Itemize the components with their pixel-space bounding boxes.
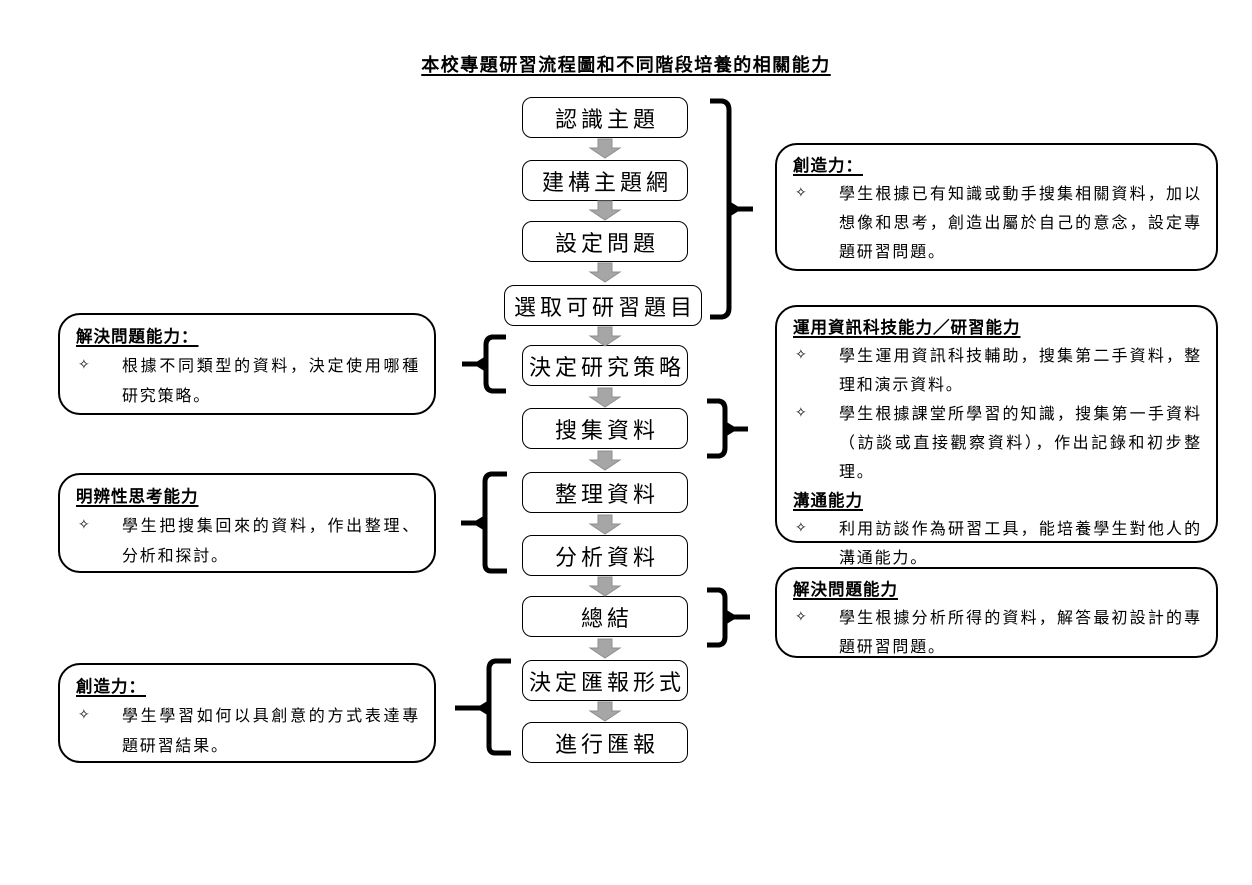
callout-bullet-text: 利用訪談作為研習工具，能培養學生對他人的溝通能力。 — [839, 521, 1202, 567]
callout-creativity-right: 創造力： ✧ 學生根據已有知識或動手搜集相關資料，加以想像和思考，創造出屬於自己… — [775, 143, 1218, 271]
callout-problem-solving-left: 解決問題能力： ✧ 根據不同類型的資料，決定使用哪種研究策略。 — [58, 313, 436, 415]
brace-steps-1-4 — [710, 98, 753, 320]
flow-step-7: 整理資料 — [522, 472, 688, 513]
flow-step-3: 設定問題 — [522, 221, 688, 262]
down-arrow-icon — [589, 701, 621, 722]
callout-bullet: ✧ 根據不同類型的資料，決定使用哪種研究策略。 — [76, 352, 420, 412]
callout-bullet: ✧ 學生學習如何以具創意的方式表達專題研習結果。 — [76, 702, 420, 762]
callout-title: 創造力： — [76, 677, 146, 696]
callout-bullet: ✧ 學生根據分析所得的資料，解答最初設計的專題研習問題。 — [793, 604, 1202, 662]
diamond-bullet-icon: ✧ — [795, 406, 807, 421]
flow-step-11: 進行匯報 — [522, 722, 688, 763]
down-arrow-icon — [589, 576, 621, 597]
callout-bullet: ✧ 學生把搜集回來的資料，作出整理、分析和探討。 — [76, 512, 420, 572]
flow-step-9: 總結 — [522, 596, 688, 637]
brace-step-6 — [707, 398, 748, 459]
brace-step-9 — [707, 587, 750, 648]
callout-it-research-communication-right: 運用資訊科技能力／研習能力 ✧ 學生運用資訊科技輔助，搜集第二手資料，整理和演示… — [775, 305, 1218, 567]
flow-step-8: 分析資料 — [522, 535, 688, 576]
callout-title: 解決問題能力 — [793, 580, 898, 599]
flow-step-5: 決定研究策略 — [522, 345, 688, 386]
diamond-bullet-icon: ✧ — [795, 610, 807, 625]
page-title: 本校專題研習流程圖和不同階段培養的相關能力 — [421, 55, 831, 75]
callout-bullet-text: 學生根據課堂所學習的知識，搜集第一手資料（訪談或直接觀察資料），作出記錄和初步整… — [839, 406, 1202, 481]
callout-bullet-text: 根據不同類型的資料，決定使用哪種研究策略。 — [122, 358, 420, 405]
callout-bullet-text: 學生運用資訊科技輔助，搜集第二手資料，整理和演示資料。 — [839, 348, 1202, 394]
down-arrow-icon — [589, 638, 621, 659]
callout-title: 創造力： — [793, 156, 863, 175]
down-arrow-icon — [589, 200, 621, 221]
down-arrow-icon — [589, 262, 621, 283]
callout-problem-solving-right: 解決問題能力 ✧ 學生根據分析所得的資料，解答最初設計的專題研習問題。 — [775, 567, 1218, 658]
callout-bullet-text: 學生根據分析所得的資料，解答最初設計的專題研習問題。 — [839, 610, 1202, 656]
down-arrow-icon — [589, 514, 621, 535]
callout-bullet: ✧ 學生運用資訊科技輔助，搜集第二手資料，整理和演示資料。 — [793, 342, 1202, 400]
flow-step-10: 決定匯報形式 — [522, 660, 688, 701]
callout-title: 解決問題能力： — [76, 327, 199, 346]
callout-bullet: ✧ 學生根據課堂所學習的知識，搜集第一手資料（訪談或直接觀察資料），作出記錄和初… — [793, 400, 1202, 487]
callout-bullet: ✧ 學生根據已有知識或動手搜集相關資料，加以想像和思考，創造出屬於自己的意念，設… — [793, 180, 1202, 267]
diamond-bullet-icon: ✧ — [78, 358, 90, 373]
down-arrow-icon — [589, 138, 621, 159]
brace-step-5 — [462, 334, 506, 394]
callout-bullet-text: 學生把搜集回來的資料，作出整理、分析和探討。 — [122, 518, 420, 565]
callout-title: 溝通能力 — [793, 491, 863, 510]
diamond-bullet-icon: ✧ — [795, 348, 807, 363]
brace-steps-7-8 — [461, 471, 507, 574]
callout-critical-thinking-left: 明辨性思考能力 ✧ 學生把搜集回來的資料，作出整理、分析和探討。 — [58, 473, 436, 573]
callout-bullet: ✧ 利用訪談作為研習工具，能培養學生對他人的溝通能力。 — [793, 515, 1202, 573]
down-arrow-icon — [589, 326, 621, 347]
flow-step-2: 建構主題網 — [522, 160, 688, 201]
callout-creativity-left: 創造力： ✧ 學生學習如何以具創意的方式表達專題研習結果。 — [58, 663, 436, 763]
diamond-bullet-icon: ✧ — [78, 518, 90, 533]
diamond-bullet-icon: ✧ — [78, 708, 90, 723]
flow-step-6: 搜集資料 — [522, 408, 688, 449]
flow-step-4: 選取可研習題目 — [504, 285, 702, 326]
flow-step-1: 認識主題 — [522, 97, 688, 138]
diamond-bullet-icon: ✧ — [795, 521, 807, 536]
down-arrow-icon — [589, 450, 621, 471]
down-arrow-icon — [589, 387, 621, 408]
brace-steps-10-11 — [455, 658, 511, 756]
callout-title: 運用資訊科技能力／研習能力 — [793, 318, 1021, 337]
callout-bullet-text: 學生根據已有知識或動手搜集相關資料，加以想像和思考，創造出屬於自己的意念，設定專… — [839, 186, 1202, 261]
callout-bullet-text: 學生學習如何以具創意的方式表達專題研習結果。 — [122, 708, 420, 755]
callout-title: 明辨性思考能力 — [76, 487, 199, 506]
diamond-bullet-icon: ✧ — [795, 186, 807, 201]
